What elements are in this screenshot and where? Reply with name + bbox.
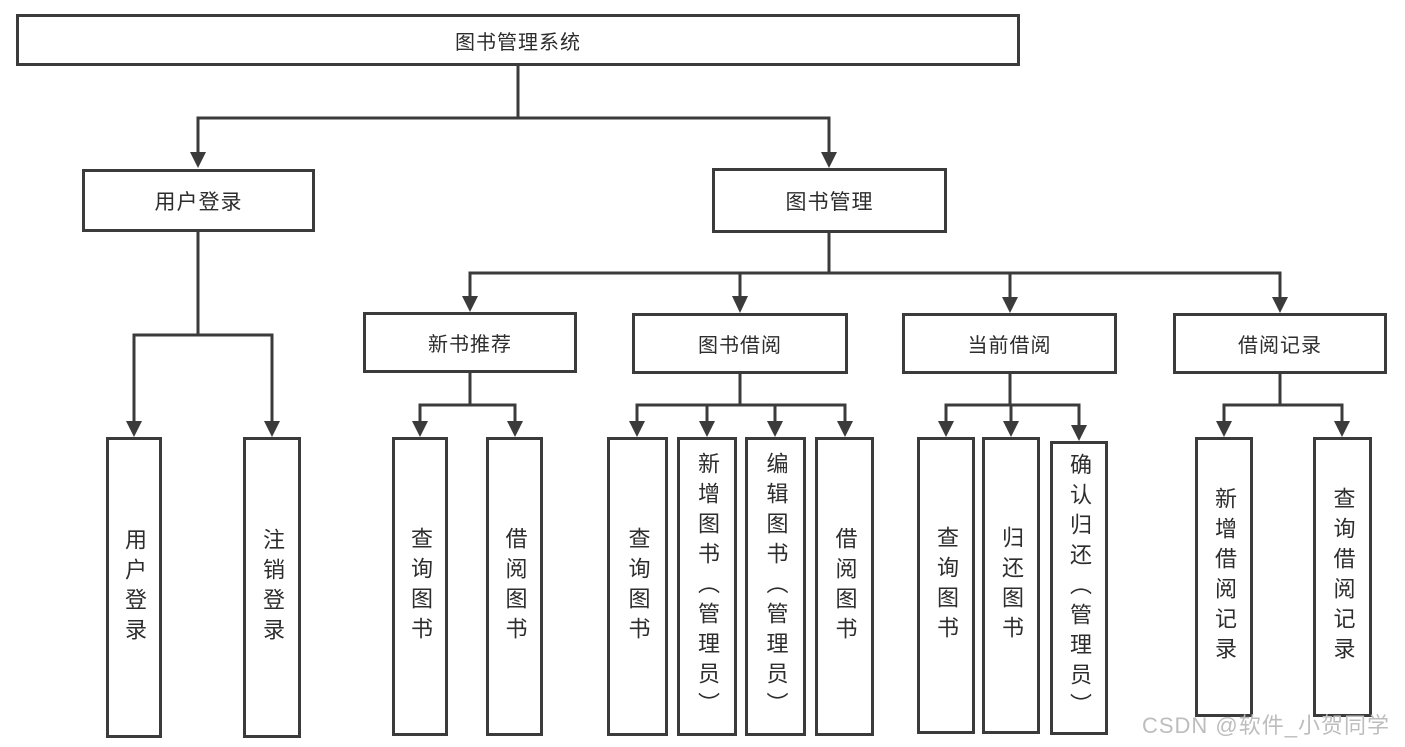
- node-label: 图书借阅: [698, 335, 782, 357]
- leaf-add-book-admin: 新增图书（管理员）: [677, 437, 737, 736]
- node-label: 用户登录: [154, 190, 243, 214]
- leaf-confirm-return-admin: 确认归还（管理员）: [1050, 441, 1108, 735]
- leaf-add-borrow-record: 新增借阅记录: [1195, 437, 1253, 717]
- node-library-management-system: 图书管理系统: [16, 14, 1020, 66]
- node-label: 新书推荐: [428, 334, 512, 356]
- node-label: 编辑图书（管理员）: [763, 451, 789, 722]
- node-label: 归还图书: [999, 525, 1024, 646]
- leaf-edit-book-admin: 编辑图书（管理员）: [745, 437, 806, 736]
- node-label: 图书管理系统: [455, 31, 581, 54]
- leaf-query-borrow-record: 查询借阅记录: [1313, 437, 1372, 717]
- node-current-borrowing: 当前借阅: [902, 313, 1117, 374]
- node-label: 用户登录: [122, 527, 147, 648]
- node-user-login: 用户登录: [82, 169, 315, 232]
- node-label: 借阅图书: [502, 526, 528, 647]
- node-label: 确认归还（管理员）: [1067, 453, 1092, 723]
- node-book-management: 图书管理: [712, 168, 947, 233]
- node-label: 图书管理: [785, 190, 874, 214]
- node-label: 查询图书: [934, 525, 959, 646]
- node-label: 新增借阅记录: [1212, 487, 1237, 667]
- node-label: 借阅图书: [832, 526, 858, 647]
- node-label: 查询借阅记录: [1330, 487, 1356, 667]
- node-label: 新增图书（管理员）: [695, 451, 720, 722]
- leaf-query-books-2: 查询图书: [607, 437, 668, 736]
- node-label: 查询图书: [408, 526, 433, 647]
- node-label: 查询图书: [625, 526, 651, 647]
- leaf-query-books-3: 查询图书: [917, 437, 975, 734]
- leaf-borrow-books-2: 借阅图书: [815, 437, 874, 736]
- leaf-borrow-books-1: 借阅图书: [486, 437, 543, 736]
- node-label: 借阅记录: [1238, 335, 1322, 357]
- node-book-borrowing: 图书借阅: [632, 313, 848, 374]
- leaf-user-login: 用户登录: [106, 437, 162, 738]
- leaf-logout: 注销登录: [243, 437, 301, 738]
- node-new-book-recommendation: 新书推荐: [363, 312, 577, 373]
- node-borrowing-records: 借阅记录: [1173, 313, 1387, 374]
- node-label: 当前借阅: [967, 335, 1052, 357]
- arrow-stems: [132, 118, 1344, 429]
- csdn-watermark: CSDN @软件_小贺同学: [1141, 713, 1390, 738]
- node-label: 注销登录: [260, 527, 285, 648]
- leaf-return-book: 归还图书: [982, 437, 1040, 734]
- leaf-query-books-1: 查询图书: [392, 437, 448, 736]
